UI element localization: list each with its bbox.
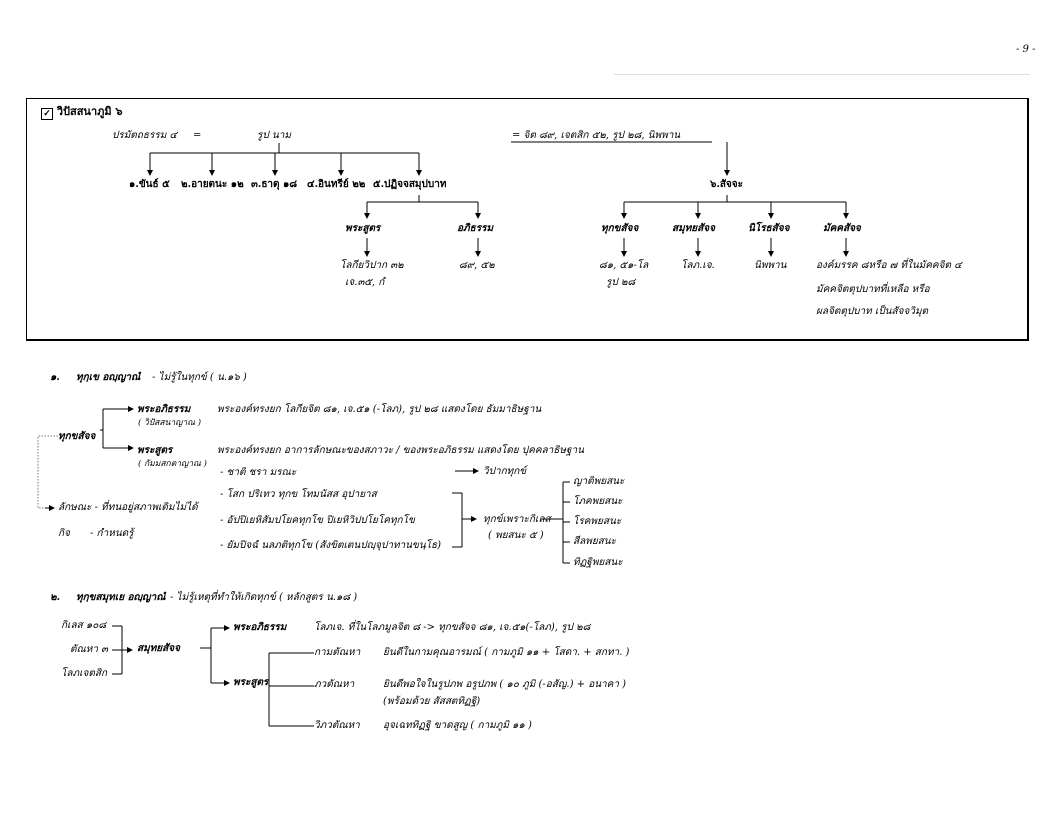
pra-sut-label: พระสูตร [345,223,381,234]
nirodha-value: นิพพาน [754,260,787,271]
pra-sut-value-1: โลกียวิปาก ๓๒ [340,260,404,271]
nirodha-sacca-label: นิโรธสัจจ [748,223,790,234]
sec1-kilesa-sub: ( พยสนะ ๕ ) [488,530,544,541]
samudaya-sacca-label: สมุทยสัจจ [672,223,715,234]
sec2-kilesa-108: กิเลส ๑๐๘ [61,620,107,631]
paramattha-label: ปรมัตถธรรม ๔ [112,130,178,141]
item-paticca: ๕.ปฏิจจสมุปบาท [373,179,447,190]
samudaya-value: โลภ.เจ. [681,260,715,271]
bhava-tanha-desc: ยินดีพอใจในรูปภพ อรูปภพ ( ๑๐ ภูมิ (-อสัญ… [383,679,627,690]
sec2-sut-label: พระสูตร [233,677,269,688]
header-rule [614,74,1030,75]
item-khandha: ๑.ขันธ์ ๕ [129,179,170,190]
sec2-desc: - ไม่รู้เหตุที่ทำให้เกิดทุกข์ ( หลักสูตร… [170,592,358,603]
magga-sacca-label: มัคคสัจจ [823,223,861,234]
kama-tanha: กามตัณหา [314,647,361,658]
sec1-line-2: - โสก ปริเทว ทุกข โทมนัสส อุปายาส [220,489,377,500]
bhava-tanha-desc-2: (พร้อมด้วย สัสสตทิฏฐิ) [383,696,481,707]
sec1-desc: - ไม่รู้ในทุกข์ ( น.๑๖ ) [152,372,247,383]
byasana-3: โรคพยสนะ [573,516,622,527]
sec1-kilesa: ทุกข์เพราะกิเลส [483,514,551,525]
item-indriya: ๔.อินทรีย์ ๒๒ [307,179,366,190]
byasana-2: โภคพยสนะ [573,496,623,507]
byasana-5: ทิฏฐิพยสนะ [573,557,623,568]
dukkha-value-2: รูป ๒๘ [606,277,636,288]
item-ayatana: ๒.อายตนะ ๑๒ [181,179,244,190]
magga-value-2: มัคคจิตตุปบาทที่เหลือ หรือ [816,284,930,295]
sec2-samudaya: สมุทยสัจจ [137,643,180,654]
dukkha-value-1: ๘๑, ๕๑-โล [599,260,649,271]
vibhava-tanha: วิภวตัณหา [314,720,360,731]
sec1-title: ทุกฺเข อญฺญาณํ [76,372,141,383]
sec1-sut-desc: พระองค์ทรงยก อาการลักษณะของสภาวะ / ของพร… [217,445,584,456]
item-dhatu: ๓.ธาตุ ๑๘ [251,179,298,190]
sec2-title: ทุกฺขสมุทเย อญฺญาณํ [76,592,166,603]
sec1-aphi-label: พระอภิธรรม [137,404,191,415]
sec1-number: ๑. [50,372,60,383]
sec1-dukkha-sacca: ทุกขสัจจ [58,431,96,442]
sec2-aphi-desc: โลภเจ. ที่ในโลภมูลจิต ๘ -> ทุกขสัจจ ๘๑, … [314,622,591,633]
rupa-nama-label: รูป นาม [257,130,291,141]
box-title-text: วิปัสสนาภูมิ ๖ [56,105,123,118]
paramattha-values: = จิต ๘๙, เจตสิก ๕๒, รูป ๒๘, นิพพาน [512,130,681,141]
sec1-sut-label: พระสูตร [137,445,173,456]
sec1-aphi-desc: พระองค์ทรงยก โลกียจิต ๘๑, เจ.๕๑ (-โลภ), … [217,404,542,415]
vipassana-box [26,98,1029,341]
sec2-aphi-label: พระอภิธรรม [233,622,287,633]
checkbox-icon: ✓ [41,108,53,120]
sec1-aphi-sub: ( วิปัสสนาญาณ ) [138,418,202,428]
byasana-1: ญาติพยสนะ [573,476,625,487]
item-sacca: ๖.สัจจะ [710,179,744,190]
sec1-line-1: - ชาติ ชรา มรณะ [220,467,297,478]
pra-sut-value-2: เจ.๓๕, กํ [345,277,385,288]
equals-sign: = [193,130,202,141]
page-number: - 9 - [1016,44,1036,55]
sec1-lakkhana: ลักษณะ - ที่ทนอยู่สภาพเดิมไม่ได้ [58,502,198,513]
aphi-label: อภิธรรม [457,223,494,234]
magga-value-1: องค์มรรค ๘หรือ ๗ ที่ในมัคคจิต ๔ [816,260,962,271]
kama-tanha-desc: ยินดีในกามคุณอารมณ์ ( กามภูมิ ๑๑ + โสดา.… [383,647,630,658]
vibhava-tanha-desc: อุจเฉททิฏฐิ ขาดสูญ ( กามภูมิ ๑๑ ) [383,720,532,731]
sec1-vipaka: วิปากทุกข์ [483,466,527,477]
box-title: ✓ วิปัสสนาภูมิ ๖ [41,106,122,120]
dukkha-sacca-label: ทุกขสัจจ [601,223,639,234]
sec1-line-3: - อัปปิเยหิสัมปโยคทุกโข ปิเยหิวิปปโยโคทุ… [220,515,415,526]
bhava-tanha: ภวตัณหา [314,679,355,690]
aphi-value: ๘๙, ๕๒ [459,260,495,271]
sec2-number: ๒. [50,592,61,603]
sec1-kit-value: - กำหนดรู้ [90,528,134,539]
byasana-4: สีลพยสนะ [573,536,616,547]
magga-value-3: ผลจิตตุปบาท เป็นสัจจวิมุต [816,306,929,317]
sec1-kit-key: กิจ [58,528,70,539]
sec1-line-4: - ยัมปิจฉํ นลภติทุกโข (สังขิตเตนปญฺจุปาท… [220,540,442,551]
sec2-tanha-3: ตัณหา ๓ [70,644,108,655]
sec1-sut-sub: ( กัมมสกตาญาณ ) [138,459,207,469]
sec2-lobha-cetasika: โลภเจตสิก [61,668,108,679]
